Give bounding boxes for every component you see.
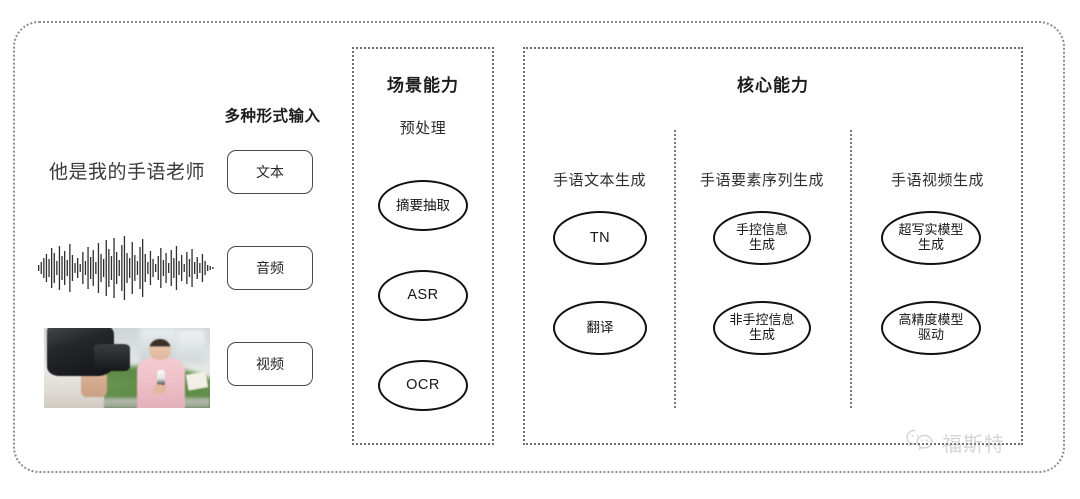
node-photorealistic-model-generation[interactable]: 超写实模型 生成	[881, 211, 981, 265]
input-mode-video-button[interactable]: 视频	[227, 342, 313, 386]
core-capability-panel: 核心能力 手语文本生成 TN 翻译 手语要素序列生成 手控信息 生成 非手控信息…	[523, 47, 1023, 445]
node-non-manual-signal-generation[interactable]: 非手控信息 生成	[713, 301, 811, 355]
core-column-divider-1	[674, 130, 676, 408]
watermark: 福斯特	[905, 428, 1005, 457]
node-asr[interactable]: ASR	[378, 270, 468, 321]
node-ocr[interactable]: OCR	[378, 360, 468, 411]
scene-panel-subtitle: 预处理	[399, 120, 447, 137]
wechat-icon	[905, 428, 935, 457]
input-mode-text-button[interactable]: 文本	[227, 150, 313, 194]
video-thumbnail	[44, 328, 210, 408]
core-panel-title: 核心能力	[737, 76, 809, 95]
core-column-2-label: 手语要素序列生成	[699, 172, 824, 189]
node-summary-extraction[interactable]: 摘要抽取	[378, 180, 468, 231]
scene-capability-panel: 场景能力 预处理 摘要抽取 ASR OCR	[352, 47, 494, 445]
watermark-text: 福斯特	[942, 434, 1005, 456]
outer-frame	[13, 21, 1065, 473]
node-tn[interactable]: TN	[553, 211, 647, 265]
core-column-divider-2	[850, 130, 852, 408]
sample-sentence-text: 他是我的手语老师	[48, 162, 205, 183]
input-mode-audio-button[interactable]: 音频	[227, 246, 313, 290]
audio-waveform	[38, 234, 214, 302]
scene-panel-title: 场景能力	[387, 76, 459, 95]
input-section-heading: 多种形式输入	[224, 108, 321, 125]
node-manual-signal-generation[interactable]: 手控信息 生成	[713, 211, 811, 265]
node-high-precision-model-driving[interactable]: 高精度模型 驱动	[881, 301, 981, 355]
node-translation[interactable]: 翻译	[553, 301, 647, 355]
core-column-1-label: 手语文本生成	[552, 172, 646, 189]
core-column-3-label: 手语视频生成	[890, 172, 984, 189]
